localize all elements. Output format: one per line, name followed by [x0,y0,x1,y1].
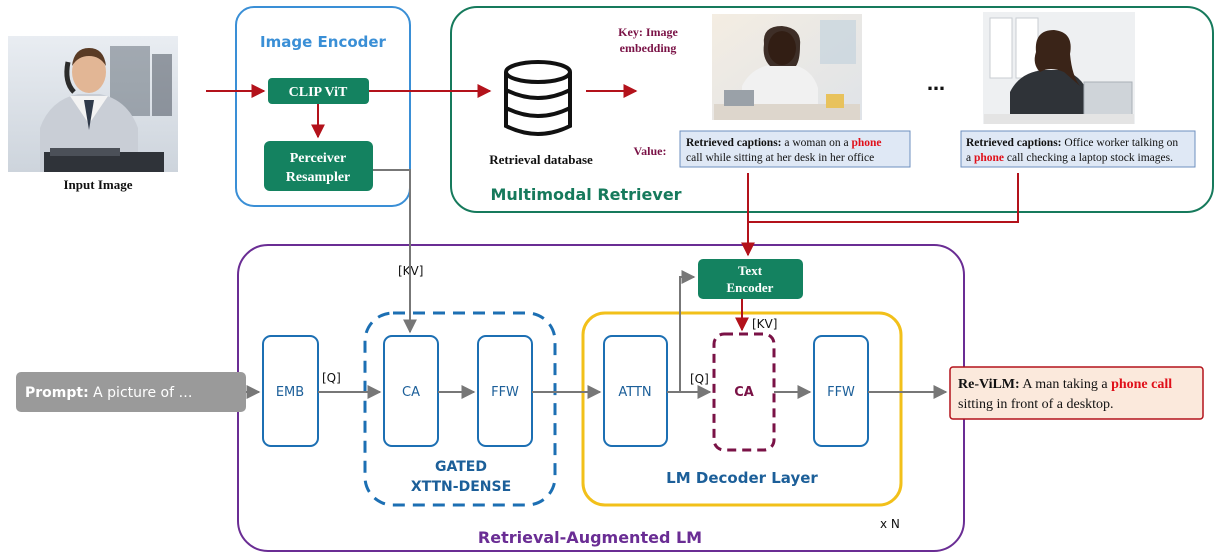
text-encoder-line1: Text [738,263,763,278]
caption-2-line-1: Retrieved captions: Office worker talkin… [966,137,1178,149]
prompt-text: Prompt: A picture of … [25,385,192,401]
gated-xattn-dense-group [363,311,557,507]
ffw-1-label: FFW [491,385,519,400]
arrow-attn-to-text-encoder [679,270,696,392]
lm-decoder-layer-label: LM Decoder Layer [666,469,818,487]
emb-label: EMB [276,385,304,400]
ellipsis-more-results: … [927,74,945,95]
retrieval-augmented-lm-title: Retrieval-Augmented LM [478,528,702,547]
connector-caption-2-merge [748,173,1019,223]
caption-1-line-2: call while sitting at her desk in her of… [686,152,874,164]
retrieved-caption-box-2 [960,130,1196,168]
multimodal-retriever-panel [450,6,1214,213]
key-label-line1: Key: Image [618,25,678,39]
perceiver-label-line2: Resampler [286,170,351,185]
retrieved-image-1 [712,14,862,120]
text-encoder-line2: Encoder [727,280,774,295]
input-image [8,36,178,172]
ffw-2-label: FFW [827,385,855,400]
caption-2-line-2: a phone call checking a laptop stock ima… [966,152,1173,164]
query-label-1: [Q] [322,371,341,385]
database-icon [504,60,572,136]
output-line-1: Re-ViLM: A man taking a phone call [958,377,1172,392]
gated-label-line2: XTTN-DENSE [411,479,511,495]
output-line-2: sitting in front of a desktop. [958,397,1114,412]
attn-label: ATTN [618,385,651,400]
prompt-box [16,372,246,412]
multimodal-retriever-title: Multimodal Retriever [490,185,681,204]
retrieval-database-label: Retrieval database [489,152,593,167]
perceiver-resampler-block [264,141,373,191]
output-caption-box [949,366,1204,420]
perceiver-label-line1: Perceiver [290,151,346,166]
arrow-perceiver-to-ca [373,169,417,334]
image-encoder-panel [235,6,411,207]
ca-1-label: CA [402,385,420,400]
cross-attention-block-2 [712,332,776,452]
key-label-line2: embedding [620,41,677,55]
gated-label-line1: GATED [435,459,487,475]
retrieved-caption-box-1 [679,130,911,168]
repeat-count-label: x N [880,517,900,531]
caption-1-line-1: Retrieved captions: a woman on a phone [686,137,882,149]
input-image-caption: Input Image [64,177,133,192]
query-label-2: [Q] [690,372,709,386]
ca-2-label: CA [734,385,754,400]
image-encoder-title: Image Encoder [260,33,386,51]
clip-vit-label: CLIP ViT [289,85,348,100]
retrieved-image-2 [983,12,1135,124]
value-label: Value: [634,144,667,158]
kv-label-2: [KV] [752,317,777,331]
clip-vit-block [268,78,369,104]
text-encoder-block [698,259,803,299]
